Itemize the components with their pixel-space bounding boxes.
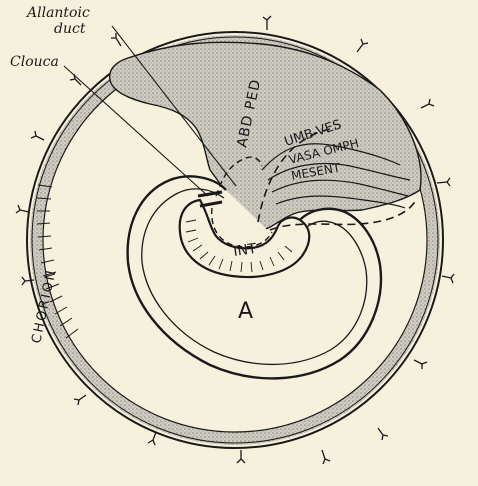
label-allantoic-duct-1: Allantoic [25, 5, 90, 21]
label-cloaca: Clouca [10, 54, 59, 70]
label-int: INT [232, 241, 258, 260]
label-allantoic-duct-2: duct [54, 21, 86, 37]
label-amnion: A [238, 299, 253, 324]
